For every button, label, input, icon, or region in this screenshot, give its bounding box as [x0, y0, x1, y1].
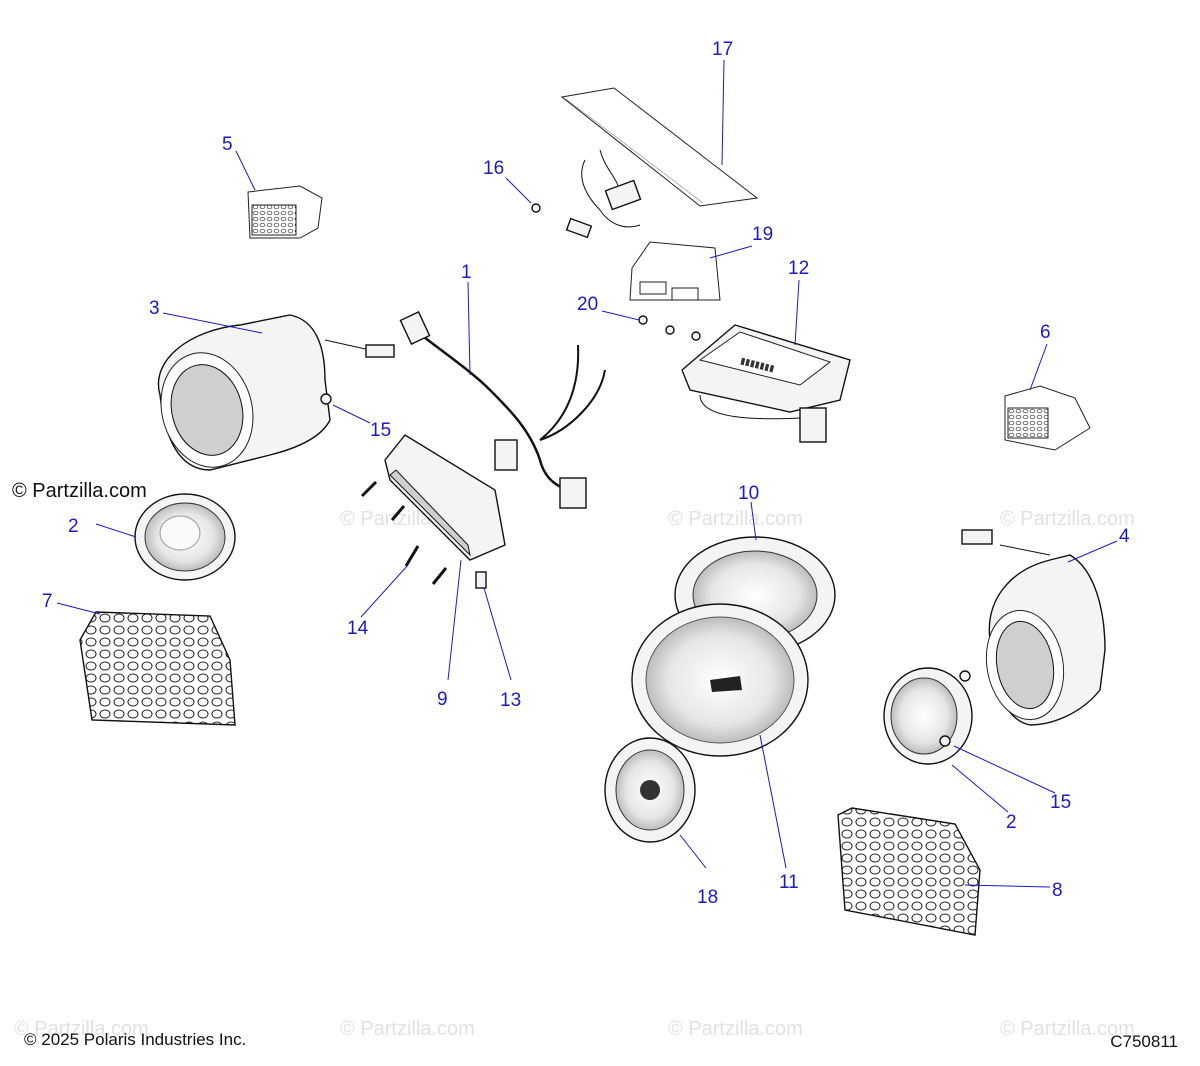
part-18-coaxial-speaker[interactable]: [604, 737, 696, 843]
part-13-clip[interactable]: [475, 571, 487, 589]
callout-7: 7: [42, 591, 53, 612]
part-6-grill-bracket[interactable]: [1004, 385, 1091, 451]
callout-8: 8: [1052, 880, 1063, 901]
part-1-wire-harness[interactable]: [399, 311, 606, 509]
callout-19: 19: [752, 224, 773, 245]
callout-10: 10: [738, 483, 759, 504]
callout-labels: 1 2 2 3 4 5 6 7 8 9 10 11 12 13 14 15 15…: [42, 39, 1130, 908]
watermark-text: © Partzilla.com: [340, 1018, 475, 1040]
callout-13: 13: [500, 690, 521, 711]
part-16-wire-module[interactable]: [531, 149, 642, 239]
callout-9: 9: [437, 689, 448, 710]
leader-lines: [56, 59, 1118, 888]
callout-1: 1: [461, 262, 472, 283]
callout-20: 20: [577, 294, 598, 315]
callout-2: 2: [1006, 812, 1017, 833]
watermark-layer: © Partzilla.com © Partzilla.com © Partzi…: [14, 508, 1135, 1040]
part-5-grill-bracket[interactable]: [247, 185, 323, 239]
part-4-speaker-pod[interactable]: [961, 529, 1106, 726]
callout-2: 2: [68, 516, 79, 537]
part-11-speaker-cover[interactable]: [631, 603, 809, 757]
callout-6: 6: [1040, 322, 1051, 343]
part-12-amplifier[interactable]: ▮▮▮▮▮▮▮: [681, 324, 851, 443]
callout-16: 16: [483, 158, 504, 179]
part-9-enclosure-box[interactable]: [384, 434, 506, 561]
callout-12: 12: [788, 258, 809, 279]
part-19-mounting-bracket[interactable]: [629, 241, 721, 301]
callout-3: 3: [149, 298, 160, 319]
part-17-sheet[interactable]: [560, 87, 759, 207]
part-8-grill-panel[interactable]: [837, 807, 981, 936]
callout-11: 11: [779, 872, 799, 893]
callout-4: 4: [1119, 526, 1130, 547]
part-14-screws[interactable]: [360, 480, 448, 585]
part-7-grill-panel[interactable]: [79, 611, 236, 726]
part-2-speaker-right[interactable]: [883, 667, 973, 765]
callout-14: 14: [347, 618, 369, 639]
watermark-text: © Partzilla.com: [14, 1018, 149, 1040]
part-20-screws[interactable]: [638, 315, 701, 341]
copyright-notice: © 2025 Polaris Industries Inc.: [24, 1030, 247, 1049]
watermark-text: © Partzilla.com: [1000, 1018, 1135, 1040]
diagram-code: C750811: [1110, 1032, 1178, 1051]
callout-17: 17: [712, 39, 733, 60]
part-15-screws[interactable]: [320, 393, 971, 747]
callout-15: 15: [370, 420, 391, 441]
callout-5: 5: [222, 134, 233, 155]
callout-18: 18: [697, 887, 718, 908]
callout-15: 15: [1050, 792, 1071, 813]
watermark-text: © Partzilla.com: [668, 508, 803, 530]
watermark-text: © Partzilla.com: [668, 1018, 803, 1040]
watermark-text: © Partzilla.com: [1000, 508, 1135, 530]
part-3-speaker-pod[interactable]: [149, 314, 395, 478]
part-2-speaker-left[interactable]: [134, 493, 236, 581]
partzilla-watermark: © Partzilla.com: [12, 480, 147, 502]
